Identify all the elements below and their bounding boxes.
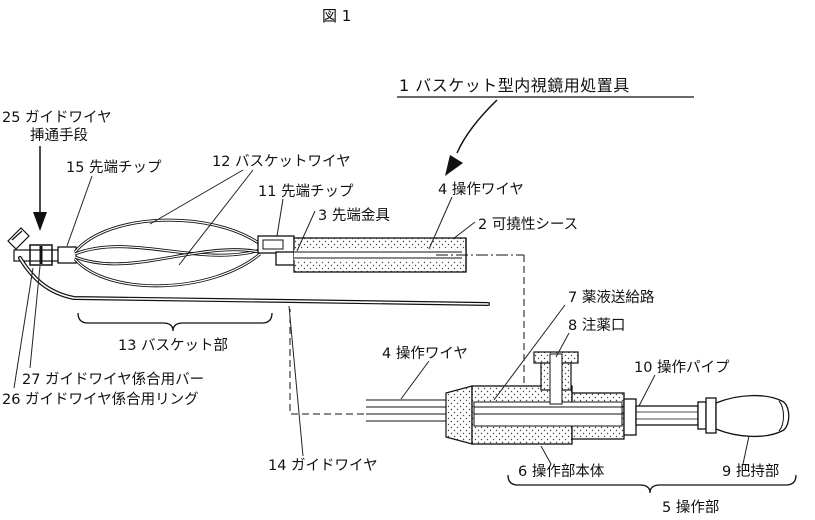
label-15-tip: 15 先端チップ <box>66 159 162 176</box>
basket-assembly-drawing <box>7 218 525 415</box>
label-25-guidewire: 25 ガイドワイヤ <box>2 109 112 126</box>
label-26-ring: 26 ガイドワイヤ係合用リング <box>2 391 199 408</box>
label-5-handle-section: 5 操作部 <box>662 499 719 516</box>
basket-section-brace <box>77 312 273 332</box>
handle-section-brace <box>507 474 797 494</box>
grip-9-shape <box>715 394 790 438</box>
handle-assembly-drawing <box>366 351 797 494</box>
distal-tip-15 <box>57 246 77 264</box>
label-13-basket-section: 13 バスケット部 <box>118 337 228 354</box>
label-7-liquid-channel: 7 薬液送給路 <box>568 289 655 306</box>
pointer-arrows <box>33 99 498 231</box>
insertion-cap-shape <box>7 227 30 250</box>
part-labels: 図 1 1 バスケット型内視鏡用処置具 25 ガイドワイヤ 挿通手段 15 先端… <box>2 7 779 516</box>
label-9-grip: 9 把持部 <box>722 463 779 480</box>
insertion-cap-line <box>11 230 23 241</box>
arrow-1-head <box>445 155 463 176</box>
sheath-taper <box>445 385 473 445</box>
main-device-label: 1 バスケット型内視鏡用処置具 <box>399 76 630 95</box>
label-27-bar: 27 ガイドワイヤ係合用バー <box>22 371 204 388</box>
label-11-tip: 11 先端チップ <box>258 183 354 200</box>
label-2-sheath: 2 可撓性シース <box>478 216 578 233</box>
label-12-basket-wire: 12 バスケットワイヤ <box>212 153 351 170</box>
label-10-operation-pipe: 10 操作パイプ <box>634 359 730 376</box>
arrow-1-line <box>456 99 498 154</box>
label-14-guide-wire: 14 ガイドワイヤ <box>268 457 378 474</box>
label-6-handle-body: 6 操作部本体 <box>518 463 605 480</box>
label-4-operation-wire-lower: 4 操作ワイヤ <box>382 345 468 362</box>
label-3-fitting: 3 先端金具 <box>318 207 390 224</box>
leader-lines <box>13 169 750 465</box>
guidewire-ring-26 <box>29 244 53 266</box>
operation-pipe-10-shape <box>635 405 699 426</box>
label-8-injection-port: 8 注薬口 <box>568 317 625 334</box>
arrow-25-head <box>33 212 47 231</box>
figure-title: 図 1 <box>322 7 351 25</box>
label-4-operation-wire-upper: 4 操作ワイヤ <box>438 181 524 198</box>
label-25-insertion-means: 挿通手段 <box>30 127 88 144</box>
